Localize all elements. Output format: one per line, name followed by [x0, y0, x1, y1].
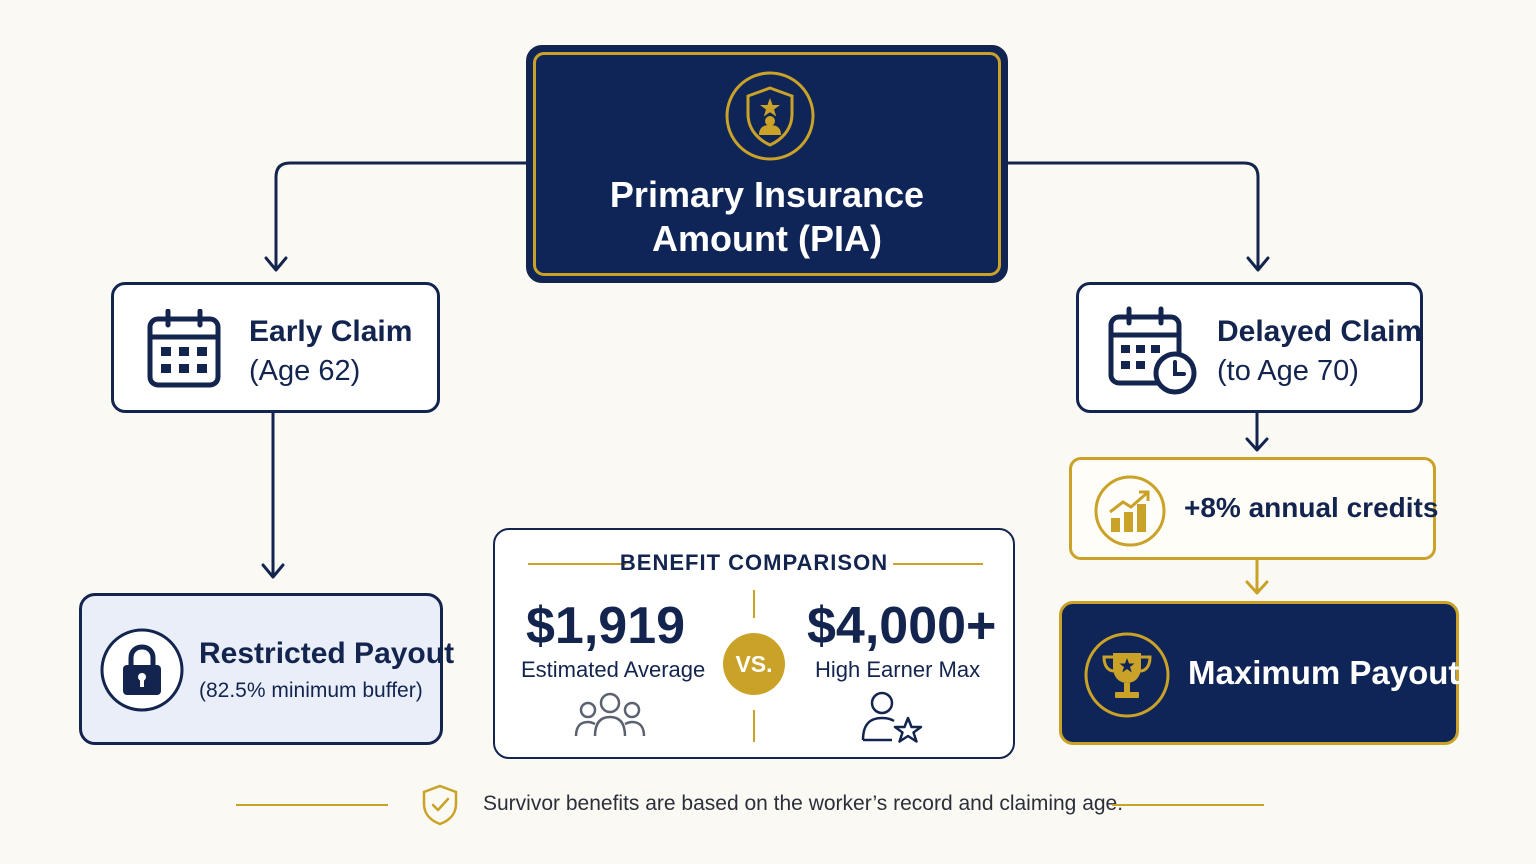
delayed-claim-node: Delayed Claim (to Age 70) [1076, 282, 1423, 413]
maximum-payout-label: Maximum Payout [1188, 654, 1460, 691]
average-label: Estimated Average [521, 657, 706, 682]
annual-credits-label: +8% annual credits [1184, 492, 1439, 523]
footer-rule-right [1112, 804, 1264, 806]
annual-credits-node: +8% annual credits [1069, 457, 1439, 560]
calendar-icon [147, 309, 221, 388]
vs-badge: VS. [723, 633, 785, 695]
pia-node: Primary Insurance Amount (PIA) [526, 45, 1008, 283]
arrow-pia-to-early [274, 161, 528, 270]
delayed-claim-subtitle: (to Age 70) [1217, 355, 1359, 387]
footer-rule-left [236, 804, 388, 806]
vs-divider-bottom [753, 710, 755, 742]
arrow-pia-to-delayed [1006, 161, 1260, 270]
trophy-icon [1084, 632, 1170, 718]
benefit-comparison-card: BENEFIT COMPARISON $1,919 Estimated Aver… [493, 528, 1015, 759]
calendar-clock-icon [1108, 306, 1197, 395]
maximum-payout-node: Maximum Payout [1059, 601, 1459, 745]
pia-node-inner-border [533, 52, 1001, 276]
shield-check-icon [422, 784, 458, 826]
person-star-icon [861, 691, 923, 743]
comparison-title-rule-left [528, 563, 626, 565]
comparison-title: BENEFIT COMPARISON [619, 550, 889, 575]
delayed-claim-title: Delayed Claim [1217, 315, 1423, 348]
restricted-payout-node: Restricted Payout (82.5% minimum buffer) [79, 593, 454, 745]
high-earner-amount: $4,000+ [807, 597, 997, 655]
high-earner-label: High Earner Max [815, 657, 981, 682]
average-amount: $1,919 [526, 597, 686, 655]
comparison-title-rule-right [893, 563, 983, 565]
lock-icon [100, 628, 184, 712]
pia-title: Primary Insurance Amount (PIA) [609, 174, 925, 259]
group-icon [574, 692, 646, 737]
footer-note: Survivor benefits are based on the worke… [483, 792, 1124, 815]
restricted-payout-title: Restricted Payout [199, 637, 455, 670]
early-claim-node: Early Claim (Age 62) [111, 282, 440, 413]
growth-chart-icon [1094, 475, 1166, 547]
early-claim-title: Early Claim [249, 315, 413, 348]
vs-divider-top [753, 590, 755, 618]
early-claim-subtitle: (Age 62) [249, 355, 361, 387]
restricted-payout-subtitle: (82.5% minimum buffer) [199, 679, 423, 702]
shield-star-person-icon [725, 71, 815, 161]
